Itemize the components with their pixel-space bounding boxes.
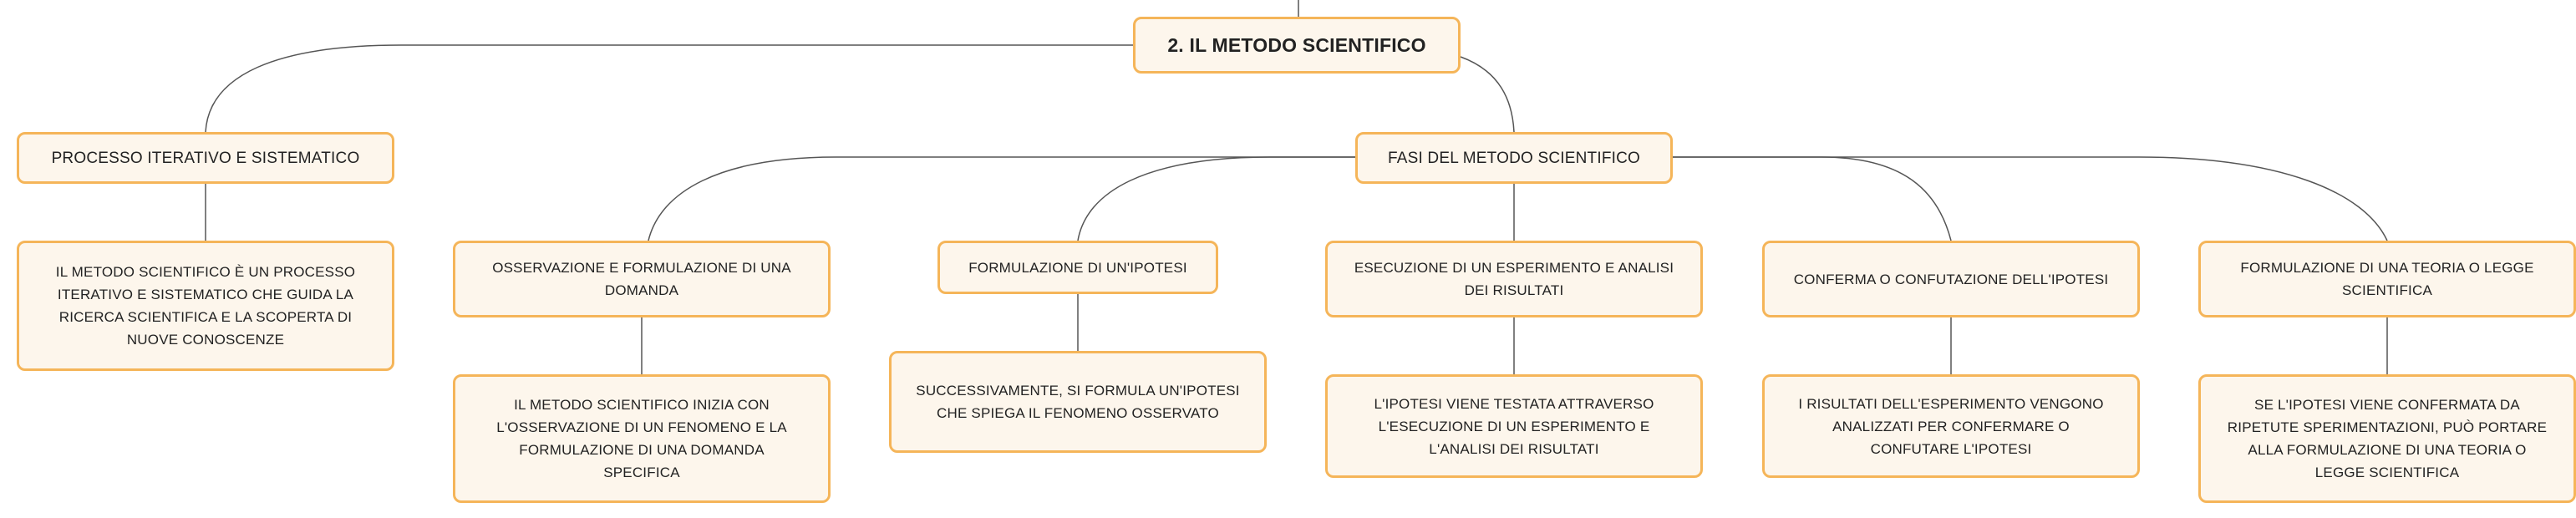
node-ipotesi-detail[interactable]: SUCCESSIVAMENTE, SI FORMULA UN'IPOTESI C…: [889, 351, 1267, 453]
node-ipotesi[interactable]: FORMULAZIONE DI UN'IPOTESI: [937, 241, 1218, 294]
node-conferma-label: CONFERMA O CONFUTAZIONE DELL'IPOTESI: [1793, 271, 2109, 287]
node-osservazione-detail[interactable]: IL METODO SCIENTIFICO INIZIA CON L'OSSER…: [453, 374, 831, 503]
node-esperimento[interactable]: ESECUZIONE DI UN ESPERIMENTO E ANALISI D…: [1325, 241, 1703, 317]
node-osservazione-detail-text: IL METODO SCIENTIFICO INIZIA CON L'OSSER…: [496, 397, 787, 480]
node-fasi-metodo[interactable]: FASI DEL METODO SCIENTIFICO: [1355, 132, 1673, 184]
node-processo-iterativo-label: PROCESSO ITERATIVO E SISTEMATICO: [51, 149, 360, 167]
node-processo-detail[interactable]: IL METODO SCIENTIFICO È UN PROCESSO ITER…: [17, 241, 394, 371]
node-esperimento-detail-text: L'IPOTESI VIENE TESTATA ATTRAVERSO L'ESE…: [1374, 395, 1654, 457]
node-teoria-detail-text: SE L'IPOTESI VIENE CONFERMATA DA RIPETUT…: [2227, 397, 2548, 480]
node-osservazione[interactable]: OSSERVAZIONE E FORMULAZIONE DI UNA DOMAN…: [453, 241, 831, 317]
node-esperimento-detail[interactable]: L'IPOTESI VIENE TESTATA ATTRAVERSO L'ESE…: [1325, 374, 1703, 478]
node-esperimento-label: ESECUZIONE DI UN ESPERIMENTO E ANALISI D…: [1354, 260, 1674, 298]
node-fasi-metodo-label: FASI DEL METODO SCIENTIFICO: [1387, 149, 1641, 167]
node-ipotesi-label: FORMULAZIONE DI UN'IPOTESI: [968, 259, 1187, 276]
node-teoria-label: FORMULAZIONE DI UNA TEORIA O LEGGE SCIEN…: [2240, 260, 2534, 298]
node-teoria[interactable]: FORMULAZIONE DI UNA TEORIA O LEGGE SCIEN…: [2198, 241, 2576, 317]
node-processo-detail-text: IL METODO SCIENTIFICO È UN PROCESSO ITER…: [55, 264, 356, 348]
node-conferma-detail-text: I RISULTATI DELL'ESPERIMENTO VENGONO ANA…: [1798, 395, 2104, 457]
connector-fasi-child-2: [1077, 156, 1355, 241]
node-teoria-detail[interactable]: SE L'IPOTESI VIENE CONFERMATA DA RIPETUT…: [2198, 374, 2576, 503]
root-node-label: 2. IL METODO SCIENTIFICO: [1167, 33, 1426, 56]
node-processo-iterativo[interactable]: PROCESSO ITERATIVO E SISTEMATICO: [17, 132, 394, 184]
connector-root-processo: [205, 44, 1133, 133]
node-ipotesi-detail-text: SUCCESSIVAMENTE, SI FORMULA UN'IPOTESI C…: [916, 383, 1240, 421]
connector-root-fasi: [1460, 56, 1515, 133]
node-osservazione-label: OSSERVAZIONE E FORMULAZIONE DI UNA DOMAN…: [492, 260, 791, 298]
connector-fasi-child-5: [1673, 156, 2388, 241]
root-node[interactable]: 2. IL METODO SCIENTIFICO: [1133, 17, 1461, 74]
node-conferma[interactable]: CONFERMA O CONFUTAZIONE DELL'IPOTESI: [1762, 241, 2140, 317]
connector-fasi-child-1: [648, 156, 1355, 241]
connector-fasi-child-4: [1673, 156, 1952, 241]
node-conferma-detail[interactable]: I RISULTATI DELL'ESPERIMENTO VENGONO ANA…: [1762, 374, 2140, 478]
